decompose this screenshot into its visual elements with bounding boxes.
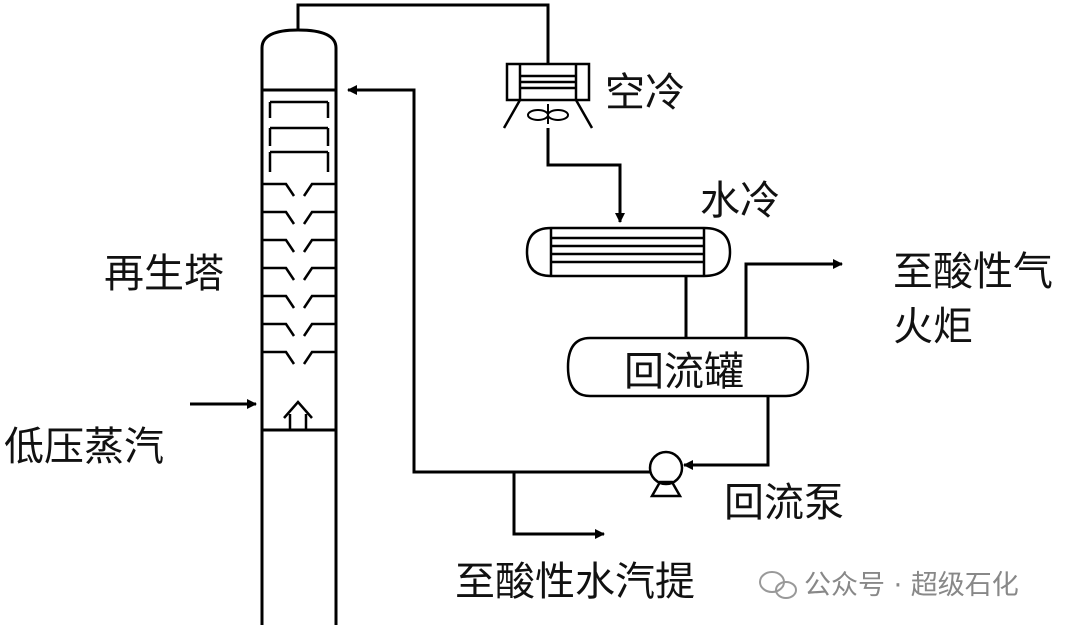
reflux-drum-outlet-line	[683, 396, 770, 470]
watermark-text: 公众号 · 超级石化	[804, 570, 1019, 601]
water-cooler-label: 水冷	[700, 178, 780, 224]
air-cooler-label: 空冷	[605, 70, 685, 116]
air-cooler	[502, 62, 594, 129]
air-cooler-outlet-line	[546, 128, 625, 223]
reflux-drum-label: 回流罐	[624, 349, 744, 395]
regenerator-label: 再生塔	[104, 251, 224, 297]
wechat-icon	[759, 571, 797, 599]
reflux-pump	[648, 450, 684, 498]
acid-gas-label-line1: 至酸性气	[893, 249, 1053, 295]
water-cooler	[525, 226, 732, 278]
reflux-drum	[566, 336, 810, 398]
fan-icon	[527, 104, 569, 124]
acid-gas-label-line2: 火炬	[893, 304, 973, 350]
steam-label: 低压蒸汽	[4, 424, 164, 470]
regenerator-column	[260, 28, 338, 625]
sour-water-stripper-label: 至酸性水汽提	[455, 559, 695, 605]
reflux-pump-label: 回流泵	[724, 480, 844, 526]
acid-gas-line	[744, 259, 843, 338]
sour-water-line	[512, 472, 605, 539]
overhead-vapor-line	[296, 3, 550, 64]
reflux-return-line	[347, 85, 650, 474]
